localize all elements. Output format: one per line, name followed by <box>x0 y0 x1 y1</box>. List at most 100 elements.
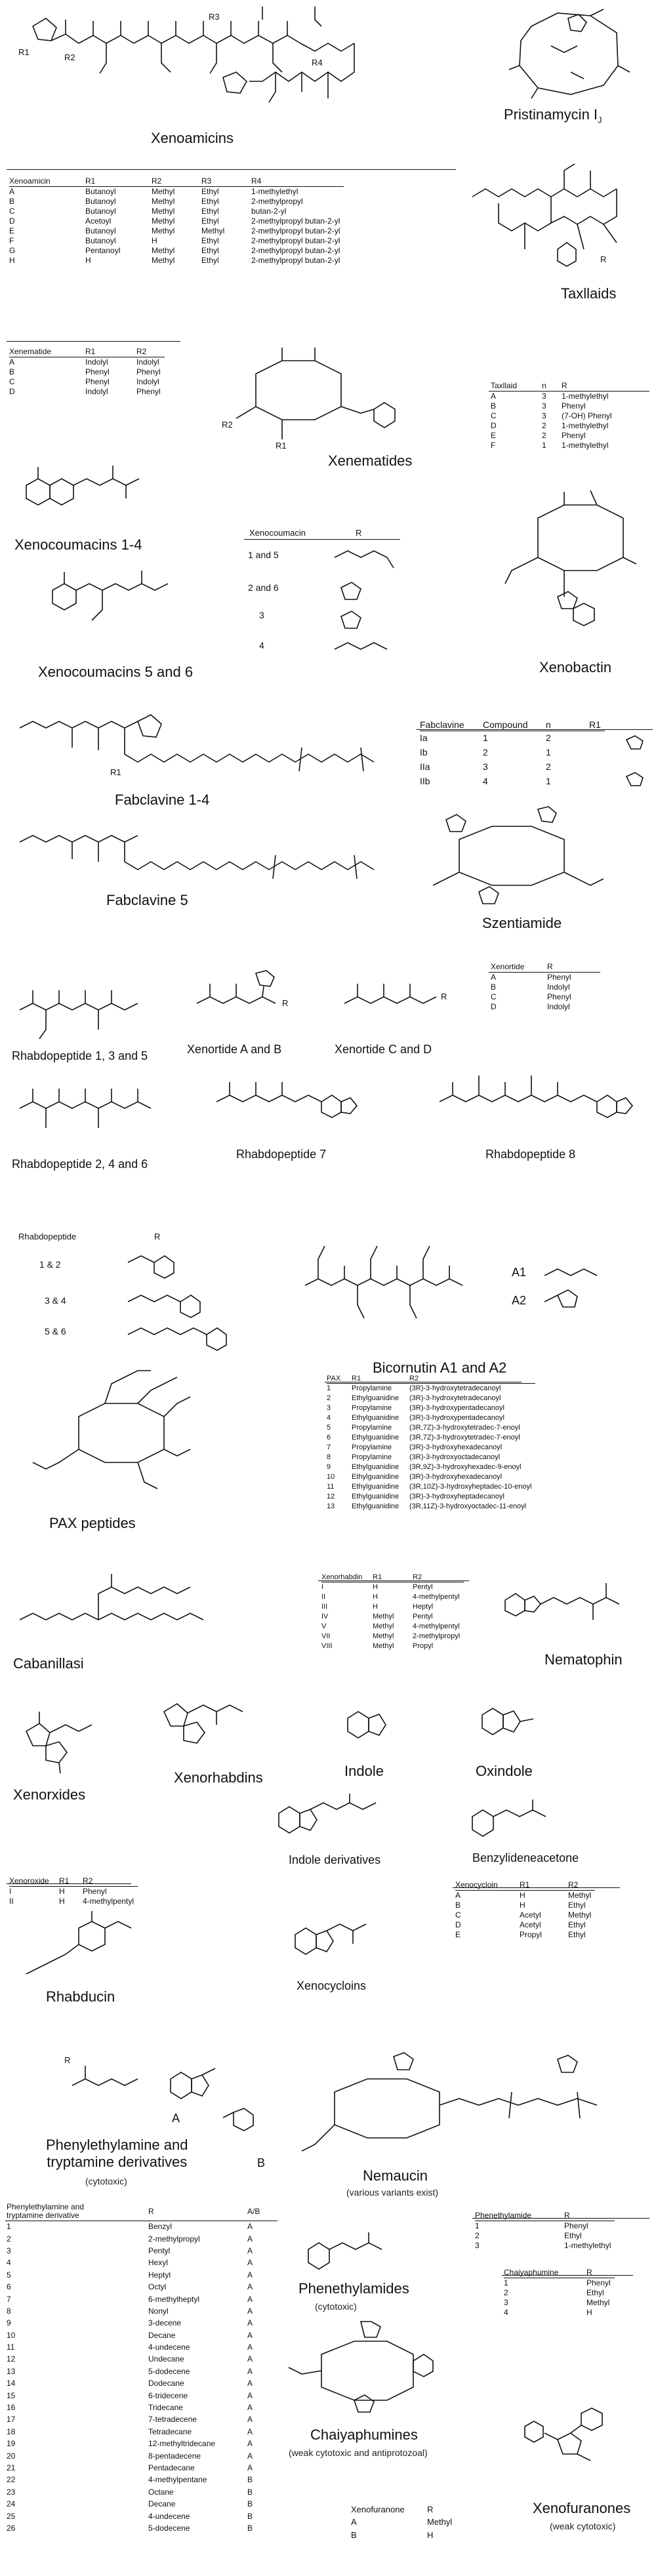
table-cell: 5-dodecene <box>148 2366 190 2376</box>
table-cell: A <box>247 2390 253 2400</box>
table-cell: B <box>9 197 15 206</box>
table-cell: 1 <box>504 2278 508 2287</box>
table-cell: 1 <box>7 2222 11 2232</box>
col-header: Taxllaid <box>491 380 542 392</box>
table-cell: Methyl <box>152 226 175 235</box>
taxllaid-table-rule <box>489 391 649 392</box>
pristinamycin-name: Pristinamycin I <box>504 106 598 123</box>
table-cell: A <box>9 187 15 196</box>
table-cell: 3 <box>483 761 488 772</box>
table-cell <box>589 775 605 789</box>
table-cell: 1 <box>475 2221 480 2230</box>
table-cell: 1-methylethyl <box>562 392 609 401</box>
table-cell: 4 <box>327 1414 331 1422</box>
nemaucin-title: Nemaucin <box>363 2167 428 2184</box>
table-cell: 4-undecene <box>148 2343 190 2352</box>
table-cell: 6-methylheptyl <box>148 2294 200 2304</box>
table-cell: A <box>247 2354 253 2364</box>
fabclavine14-title: Fabclavine 1-4 <box>115 792 210 808</box>
col-header: Phenylethylamine and tryptamine derivati… <box>7 2202 148 2221</box>
table-cell: (3R)-3-hydroxyheptadecanoyl <box>409 1493 504 1500</box>
table-cell: Heptyl <box>413 1603 434 1611</box>
table-cell: 4-methylpentane <box>148 2475 207 2485</box>
rhabdo7-structure <box>216 1082 358 1118</box>
col-header: Xenortide <box>491 961 547 973</box>
rhabdo7-title: Rhabdopeptide 7 <box>236 1148 327 1161</box>
col-header: R <box>427 2505 434 2514</box>
xenorhabdins-title: Xenorhabdins <box>174 1769 263 1786</box>
table-cell: Propylamine <box>352 1424 392 1432</box>
pristinamycin-structure <box>508 9 630 99</box>
col-header: R1 <box>85 346 136 357</box>
col-header: R <box>564 2210 615 2221</box>
table-cell: Propylamine <box>352 1453 392 1461</box>
table-cell: 6 <box>327 1434 331 1441</box>
table-cell: 12 <box>327 1493 335 1500</box>
xenocoumacin-row: 2 and 6 <box>248 582 279 593</box>
table-cell: Ethyl <box>201 256 219 265</box>
cabanillasi-structure <box>19 1574 204 1620</box>
table-cell: 21 <box>7 2463 16 2472</box>
table-cell: Indolyl <box>85 387 108 396</box>
table-cell: Butanoyl <box>85 207 116 216</box>
table-cell: A <box>247 2451 253 2461</box>
table-cell: G <box>9 246 16 255</box>
r1-label: R1 <box>18 47 30 57</box>
table-cell: 2-methylpropyl butan-2-yl <box>251 256 340 265</box>
table-cell: 14 <box>7 2379 16 2388</box>
nematophin-structure <box>504 1583 620 1620</box>
rhabdo246-title: Rhabdopeptide 2, 4 and 6 <box>12 1157 148 1171</box>
xenortideAB-title: Xenortide A and B <box>187 1043 282 1056</box>
table-cell: 1 <box>546 747 551 757</box>
table-cell: A <box>491 973 497 982</box>
table-cell: 3 <box>7 2245 11 2255</box>
xenocoumacins14-title: Xenocoumacins 1-4 <box>14 536 142 553</box>
a-label: A <box>172 2112 180 2125</box>
table-cell: VII <box>321 1632 331 1640</box>
table-cell: Propylamine <box>352 1384 392 1392</box>
table-cell: 26 <box>7 2523 16 2533</box>
rhabdo8-title: Rhabdopeptide 8 <box>485 1148 576 1161</box>
col-header: R2 <box>83 1876 138 1887</box>
table-cell: 18 <box>7 2426 16 2436</box>
table-cell: 2 <box>327 1394 331 1402</box>
table-cell: F <box>9 236 14 245</box>
table-cell: D <box>491 421 497 430</box>
phenyl-b-group <box>222 2108 254 2131</box>
table-cell: IIb <box>420 776 430 786</box>
table-cell: 4 <box>504 2308 508 2317</box>
table-cell: B <box>9 367 15 376</box>
table-cell: Ia <box>420 733 428 744</box>
table-cell: Pentadecane <box>148 2463 195 2472</box>
table-cell: Pentyl <box>413 1583 433 1591</box>
xenorhabdin-structure <box>163 1703 243 1744</box>
oxindole-structure <box>482 1708 534 1735</box>
table-cell: (3R,7Z)-3-hydroxytetradec-7-enoyl <box>409 1434 520 1441</box>
rhabdo-r-header-right: R <box>154 1232 161 1241</box>
xenocoumacin-r-groups <box>334 550 394 650</box>
table-cell: 11 <box>7 2343 15 2352</box>
table-cell: 5 <box>7 2270 11 2280</box>
table-cell: 13 <box>7 2366 16 2376</box>
table-cell: Phenyl <box>136 387 161 396</box>
